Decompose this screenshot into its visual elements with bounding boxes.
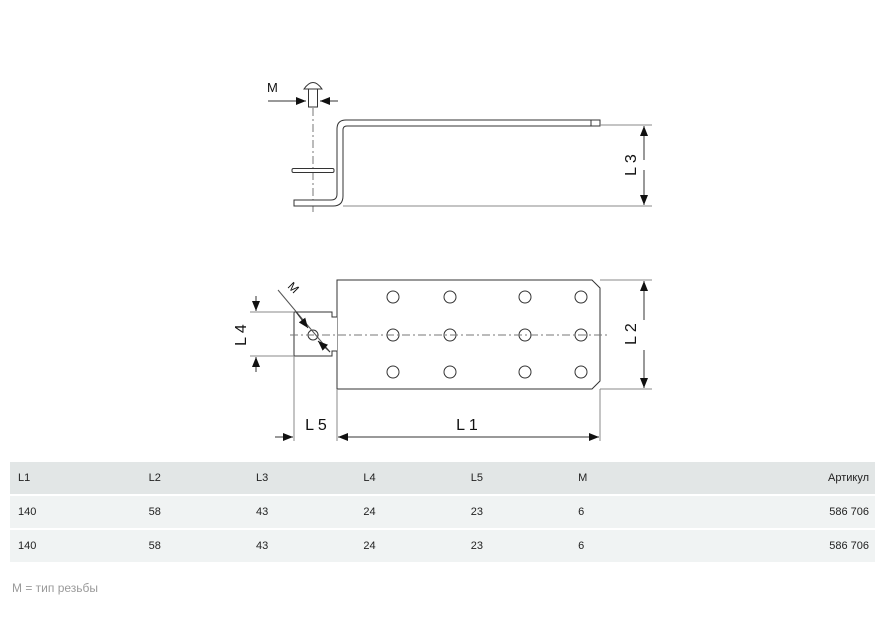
cell-m: 6 bbox=[570, 496, 666, 528]
label-l2: L 2 bbox=[623, 323, 640, 345]
label-m-top: M bbox=[267, 80, 278, 95]
bracket-side-profile bbox=[293, 119, 601, 207]
cell-l2: 58 bbox=[140, 530, 248, 562]
table-row: 140 58 43 24 23 6 586 706 bbox=[10, 530, 875, 562]
table-header-row: L1 L2 L3 L4 L5 M Артикул bbox=[10, 462, 875, 494]
footnote: M = тип резьбы bbox=[12, 581, 99, 595]
screw-icon bbox=[303, 82, 323, 108]
cell-article: 586 706 bbox=[665, 530, 875, 562]
header-l4: L4 bbox=[355, 462, 463, 494]
cell-m: 6 bbox=[570, 530, 666, 562]
header-l2: L2 bbox=[140, 462, 248, 494]
cell-l5: 23 bbox=[462, 496, 571, 528]
label-l5: L 5 bbox=[305, 417, 327, 434]
header-l5: L5 bbox=[462, 462, 571, 494]
washer bbox=[291, 168, 335, 173]
label-l1: L 1 bbox=[456, 417, 478, 434]
header-article: Артикул bbox=[665, 462, 875, 494]
cell-l4: 24 bbox=[355, 496, 463, 528]
header-m: M bbox=[570, 462, 666, 494]
cell-l5: 23 bbox=[462, 530, 571, 562]
header-l3: L3 bbox=[247, 462, 356, 494]
specs-table: L1 L2 L3 L4 L5 M Артикул 140 58 43 24 23… bbox=[10, 460, 875, 564]
cell-l1: 140 bbox=[10, 530, 141, 562]
table-row: 140 58 43 24 23 6 586 706 bbox=[10, 496, 875, 528]
cell-l3: 43 bbox=[247, 530, 356, 562]
technical-drawing: M M L 3 L 2 L 4 L 5 L 1 bbox=[233, 80, 652, 441]
cell-l2: 58 bbox=[140, 496, 248, 528]
cell-article: 586 706 bbox=[665, 496, 875, 528]
cell-l4: 24 bbox=[355, 530, 463, 562]
cell-l1: 140 bbox=[10, 496, 141, 528]
header-l1: L1 bbox=[10, 462, 141, 494]
cell-l3: 43 bbox=[247, 496, 356, 528]
label-m-diagonal: M bbox=[285, 279, 302, 296]
label-l3: L 3 bbox=[623, 154, 640, 176]
label-l4: L 4 bbox=[233, 324, 250, 346]
